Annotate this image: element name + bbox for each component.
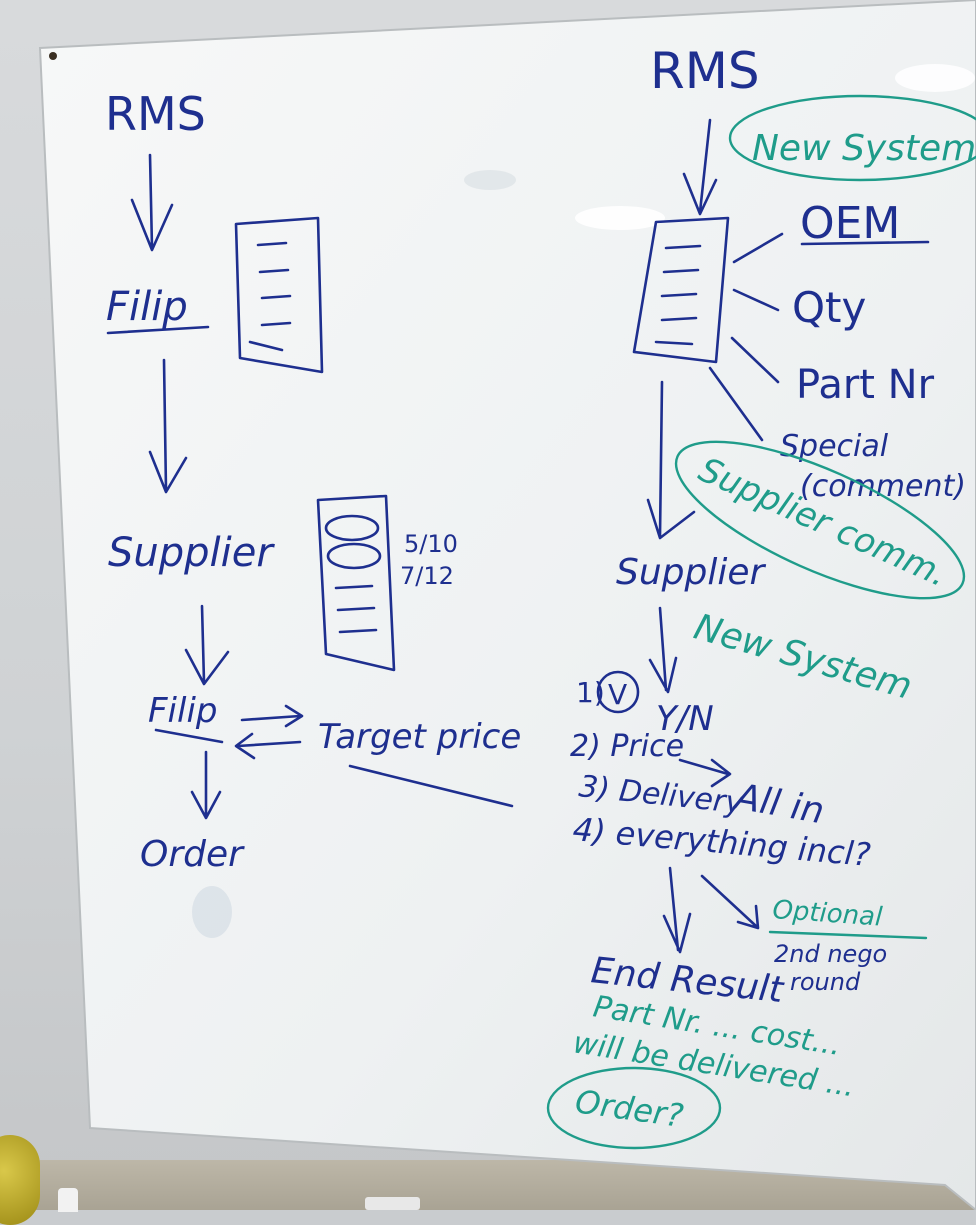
- list-1-mark: V: [608, 678, 627, 711]
- right-supplier: Supplier: [616, 552, 767, 593]
- arrow-down: [148, 358, 188, 494]
- list-1-text: Y/N: [656, 699, 714, 739]
- left-filip-bottom: Filip: [148, 691, 217, 731]
- underline: [106, 325, 210, 335]
- list-2: 2) Price: [570, 729, 684, 764]
- second-nego: 2nd nego: [774, 940, 887, 968]
- arrow-down: [648, 606, 678, 694]
- arrow-down: [682, 118, 718, 216]
- supplier-comm-bubble: [674, 440, 966, 600]
- bottle-cap: [58, 1188, 78, 1212]
- arrow-down: [184, 604, 230, 686]
- check-circle: [596, 670, 640, 714]
- glare: [575, 206, 665, 230]
- target-price: Target price: [318, 717, 521, 757]
- document-icon-highlighted: [316, 494, 396, 672]
- round: round: [790, 968, 861, 996]
- field-comment: (comment): [800, 469, 966, 504]
- new-system-bubble: [728, 94, 976, 182]
- whiteboard-surface: [38, 0, 976, 1210]
- arrow-down: [646, 380, 696, 540]
- arrow-right: [678, 758, 732, 788]
- right-rms: RMS: [650, 42, 760, 100]
- underline: [154, 728, 224, 744]
- field-special: Special: [780, 429, 889, 464]
- arrow-diagonal: [700, 874, 760, 930]
- arrow-down: [130, 153, 174, 252]
- document-icon: [234, 216, 324, 374]
- marker-tray: [365, 1197, 420, 1210]
- left-order: Order: [140, 834, 245, 875]
- underline: [768, 930, 928, 940]
- glare: [895, 64, 975, 92]
- document-icon: [632, 216, 730, 364]
- smudge: [192, 886, 232, 938]
- arrow-down: [190, 750, 222, 820]
- underline: [800, 240, 930, 246]
- arrow-down: [662, 866, 692, 954]
- field-qty: Qty: [792, 283, 866, 332]
- pin: [49, 52, 57, 60]
- left-filip-top: Filip: [106, 284, 188, 330]
- left-supplier: Supplier: [108, 530, 275, 576]
- left-rms: RMS: [105, 87, 206, 141]
- date-2: 7/12: [400, 562, 454, 590]
- field-part-nr: Part Nr: [796, 362, 935, 408]
- connector-lines: [708, 232, 784, 442]
- order-bubble: [546, 1066, 722, 1150]
- underline: [348, 764, 514, 808]
- exchange-arrows: [234, 704, 304, 760]
- field-oem: OEM: [800, 198, 900, 249]
- new-system-top: New System: [752, 128, 976, 169]
- date-1: 5/10: [404, 530, 458, 558]
- smudge: [464, 170, 516, 190]
